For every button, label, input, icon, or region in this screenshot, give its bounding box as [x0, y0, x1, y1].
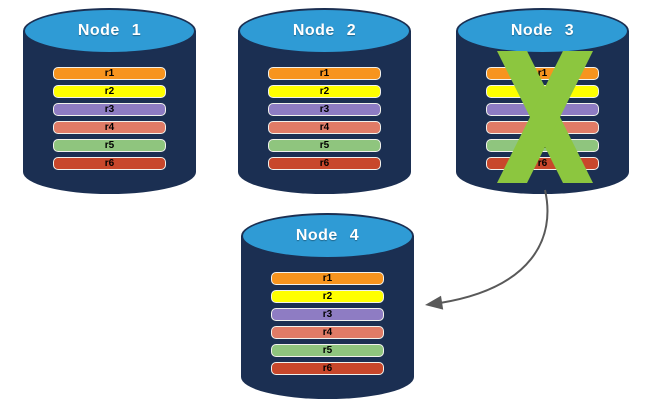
failover-arrow-line — [439, 189, 549, 304]
replica-bar-r1: r1 — [268, 67, 381, 80]
replica-bar-r4: r4 — [268, 121, 381, 134]
failover-arrowhead-icon — [425, 295, 444, 310]
replica-stack: r1 r2 r3 r4 r5 r6 — [53, 67, 166, 175]
replica-bar-r3: r3 — [268, 103, 381, 116]
node-title: Node 1 — [77, 22, 142, 39]
replica-bar-r1: r1 — [271, 272, 384, 285]
replica-bar-r2: r2 — [271, 290, 384, 303]
replica-bar-r2: r2 — [268, 85, 381, 98]
cylinder-top: Node 4 — [241, 213, 414, 259]
replica-stack: r1 r2 r3 r4 r5 r6 — [271, 272, 384, 380]
replica-bar-r6: r6 — [53, 157, 166, 170]
node-title: Node 3 — [510, 22, 575, 39]
replica-bar-r4: r4 — [53, 121, 166, 134]
cylinder-top: Node 3 — [456, 8, 629, 54]
replica-bar-r1: r1 — [53, 67, 166, 80]
replica-bar-r4: r4 — [271, 326, 384, 339]
replica-bar-r6: r6 — [268, 157, 381, 170]
replica-bar-r5: r5 — [271, 344, 384, 357]
replica-stack: r1 r2 r3 r4 r5 r6 — [268, 67, 381, 175]
node-3: Node 3 r1 r2 r3 r4 r5 r6 — [456, 8, 629, 194]
node-title: Node 4 — [295, 227, 360, 244]
node-2: Node 2 r1 r2 r3 r4 r5 r6 — [238, 8, 411, 194]
node-4: Node 4 r1 r2 r3 r4 r5 r6 — [241, 213, 414, 399]
replica-bar-r6: r6 — [271, 362, 384, 375]
replica-bar-r3: r3 — [271, 308, 384, 321]
failure-x-icon — [496, 51, 594, 183]
node-1: Node 1 r1 r2 r3 r4 r5 r6 — [23, 8, 196, 194]
cylinder-top: Node 1 — [23, 8, 196, 54]
replica-bar-r2: r2 — [53, 85, 166, 98]
cylinder-top: Node 2 — [238, 8, 411, 54]
replica-bar-r3: r3 — [53, 103, 166, 116]
replica-bar-r5: r5 — [268, 139, 381, 152]
replica-bar-r5: r5 — [53, 139, 166, 152]
node-title: Node 2 — [292, 22, 357, 39]
